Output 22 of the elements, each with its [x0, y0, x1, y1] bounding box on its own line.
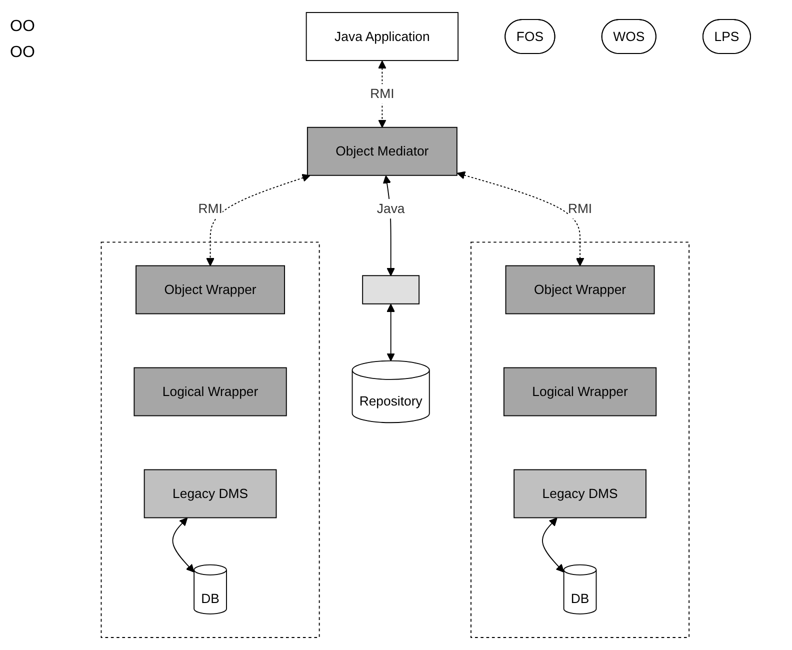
arrow: [542, 518, 564, 572]
edge-label: Java: [377, 200, 405, 216]
arrow: [457, 171, 584, 266]
node-box: Logical Wrapper: [134, 367, 287, 416]
node-box: Object Wrapper: [505, 265, 655, 314]
cluster: [100, 242, 320, 638]
arrow: [386, 304, 396, 362]
edge-label: RMI: [198, 200, 223, 216]
node-box: Logical Wrapper: [504, 367, 657, 416]
arrow: [172, 518, 195, 572]
node-box: [362, 275, 420, 304]
layer-label: OO: [10, 18, 36, 36]
node-box: Legacy DMS: [144, 469, 277, 518]
layer-label: OO: [10, 44, 36, 62]
node-box: Legacy DMS: [514, 469, 647, 518]
node-box: Object Wrapper: [136, 265, 286, 314]
arrow: [206, 174, 310, 266]
edge-label: RMI: [568, 200, 592, 216]
node-box: Object Mediator: [307, 126, 458, 176]
node-box: Java Application: [306, 12, 459, 61]
cluster: [470, 242, 690, 638]
edge-label: RMI: [370, 86, 394, 102]
